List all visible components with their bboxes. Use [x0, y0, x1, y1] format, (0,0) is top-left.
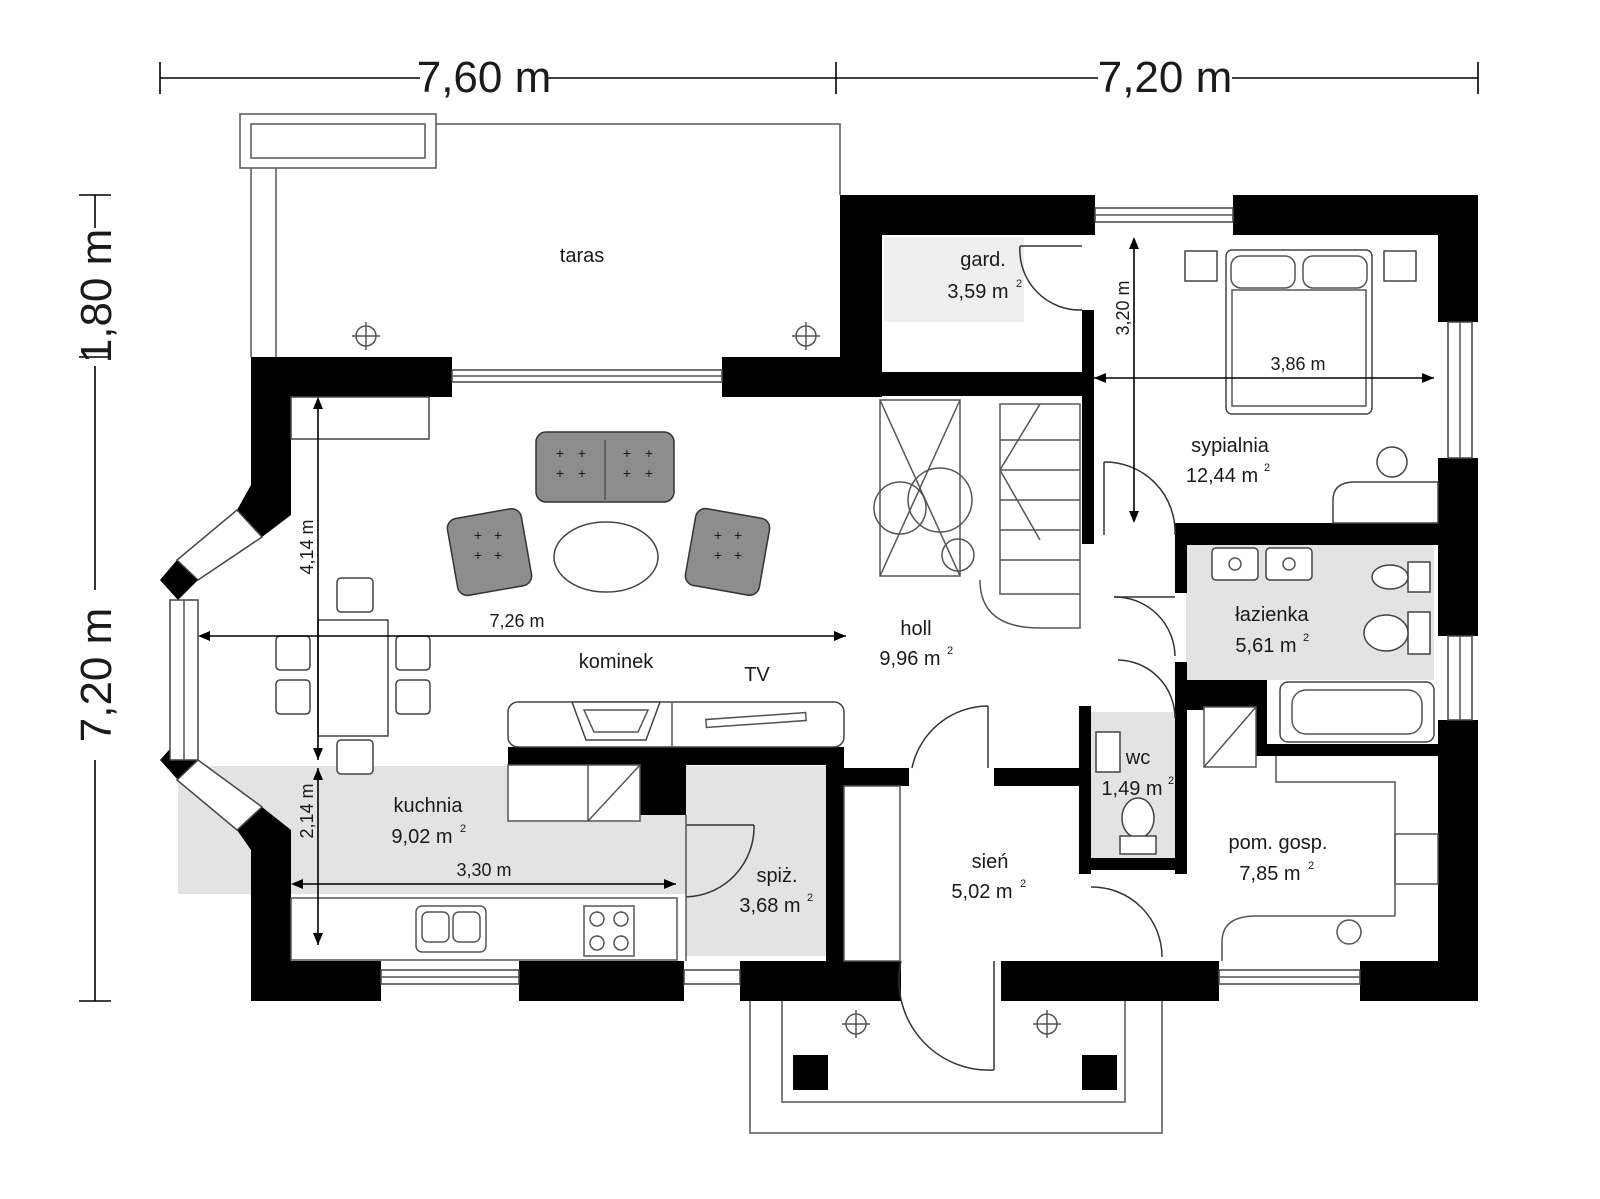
cushion-plus-mark: +: [734, 527, 742, 543]
room-area-unit-spiz: 2: [807, 892, 813, 904]
cushion-plus-mark: +: [623, 445, 631, 461]
dimension-bedroom-depth: 3,20 m: [1113, 280, 1133, 335]
room-area-kuchnia: 9,02 m: [391, 826, 452, 848]
cushion-plus-mark: +: [556, 445, 564, 461]
room-name-sien: sień: [972, 851, 1009, 873]
dimension-kitchen-width: 3,30 m: [456, 860, 511, 880]
cushion-plus-mark: +: [645, 465, 653, 481]
interior-walls: [508, 310, 1478, 961]
bedroom-furniture: [1184, 249, 1439, 524]
room-name-gard: gard.: [960, 249, 1006, 271]
utility-fixtures: [1203, 706, 1439, 961]
armchair: [684, 507, 771, 596]
bathroom-fixtures: [1211, 547, 1435, 743]
label-tv: TV: [744, 664, 770, 686]
dimension-kitchen-depth: 2,14 m: [297, 783, 317, 838]
room-area-lazienka: 5,61 m: [1235, 635, 1296, 657]
room-area-sypialnia: 12,44 m: [1186, 465, 1258, 487]
kitchen-furniture: [290, 764, 687, 961]
dimension-bedroom-width: 3,86 m: [1270, 354, 1325, 374]
dimension-left-main: 7,20 m: [72, 608, 121, 743]
sofa: [535, 431, 675, 503]
cushion-plus-mark: +: [494, 527, 502, 543]
doors: [685, 245, 1176, 1071]
cushion-plus-mark: +: [474, 547, 482, 563]
room-area-wc: 1,49 m: [1101, 778, 1162, 800]
room-area-unit-pom-gosp: 2: [1308, 860, 1314, 872]
armchair: [446, 508, 533, 597]
cushion-plus-mark: +: [474, 527, 482, 543]
room-name-sypialnia: sypialnia: [1191, 435, 1270, 457]
fireplace-unit: [507, 701, 845, 748]
exterior-walls: [160, 195, 1478, 1001]
living-furniture: [275, 396, 771, 775]
terrace: [239, 113, 841, 357]
cushion-plus-mark: +: [578, 465, 586, 481]
room-area-gard: 3,59 m: [947, 281, 1008, 303]
room-area-sien: 5,02 m: [951, 881, 1012, 903]
inner-dimension-lines: [198, 237, 1434, 945]
room-area-unit-sien: 2: [1020, 878, 1026, 890]
dimension-top-left: 7,60 m: [417, 53, 552, 102]
room-area-unit-kuchnia: 2: [460, 823, 466, 835]
cushion-plus-mark: +: [734, 547, 742, 563]
cushion-plus-mark: +: [645, 445, 653, 461]
dimension-top-right: 7,20 m: [1098, 53, 1233, 102]
cushion-plus-mark: +: [578, 445, 586, 461]
cushion-plus-mark: +: [494, 547, 502, 563]
room-area-pom-gosp: 7,85 m: [1239, 863, 1300, 885]
vestibule-furniture: [843, 785, 901, 962]
cushion-plus-mark: +: [556, 465, 564, 481]
terrace-light-icon: [352, 322, 380, 350]
wc-fixtures: [1095, 731, 1157, 855]
room-name-lazienka: łazienka: [1235, 604, 1309, 626]
cushion-plus-mark: +: [714, 527, 722, 543]
dimension-living-width: 7,26 m: [489, 611, 544, 631]
staircase: [873, 399, 1081, 629]
room-name-kuchnia: kuchnia: [394, 795, 464, 817]
room-area-holl: 9,96 m: [879, 648, 940, 670]
cushion-plus-mark: +: [623, 465, 631, 481]
labels: 7,60 m 7,20 m 1,80 m 7,20 m 7,26 m 4,14 …: [72, 53, 1327, 917]
room-name-holl: holl: [900, 618, 931, 640]
room-name-taras: taras: [560, 245, 604, 267]
room-name-wc: wc: [1125, 747, 1150, 769]
room-area-unit-holl: 2: [947, 645, 953, 657]
terrace-light-icon: [792, 322, 820, 350]
porch-light-icon: [842, 1010, 870, 1038]
entrance-porch: [749, 1000, 1163, 1134]
label-kominek: kominek: [579, 651, 654, 673]
porch-light-icon: [1033, 1010, 1061, 1038]
dimension-left-top: 1,80 m: [72, 229, 121, 364]
cushion-plus-mark: +: [714, 547, 722, 563]
room-area-unit-gard: 2: [1016, 278, 1022, 290]
room-area-unit-sypialnia: 2: [1264, 462, 1270, 474]
room-area-unit-lazienka: 2: [1303, 632, 1309, 644]
room-name-pom-gosp: pom. gosp.: [1229, 832, 1328, 854]
room-area-spiz: 3,68 m: [739, 895, 800, 917]
windows: [169, 207, 1473, 985]
room-name-spiz: spiż.: [756, 865, 797, 887]
dimension-living-depth: 4,14 m: [297, 519, 317, 574]
room-area-unit-wc: 2: [1168, 775, 1174, 787]
outer-dimension-lines: [79, 62, 1479, 1002]
